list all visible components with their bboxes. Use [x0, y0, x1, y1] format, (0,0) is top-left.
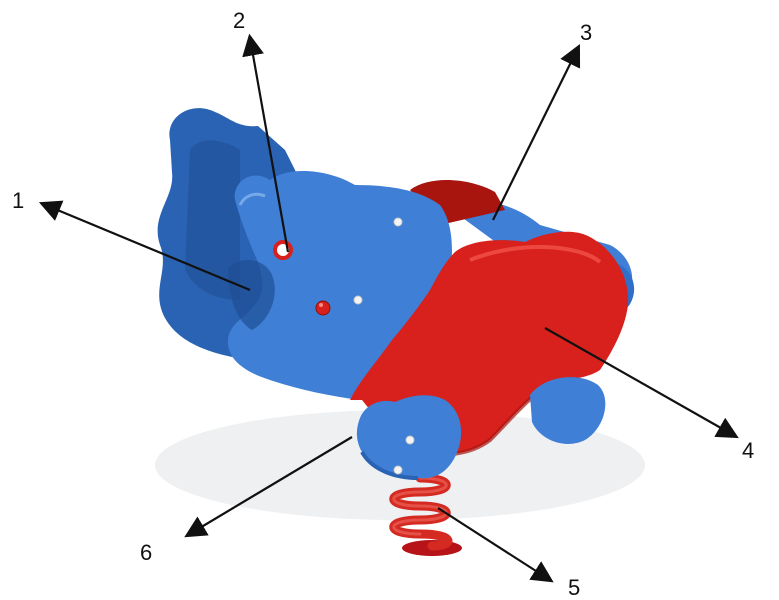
- blue-tail-piece: [530, 377, 606, 444]
- arrow-6: [184, 436, 353, 538]
- callout-label-4: 4: [742, 438, 755, 463]
- callout-arrows: [38, 33, 739, 583]
- callout-label-5: 5: [568, 575, 581, 600]
- callout-label-3: 3: [580, 20, 593, 45]
- arrow-3: [492, 44, 581, 221]
- bolts: [315, 217, 415, 475]
- callout-label-6: 6: [140, 540, 153, 565]
- arrow-4: [544, 327, 739, 439]
- arrow-2: [242, 33, 290, 253]
- callout-label-1: 1: [12, 188, 25, 213]
- arrow-5: [437, 507, 554, 583]
- arrow-1: [38, 200, 251, 292]
- callout-label-2: 2: [233, 8, 246, 33]
